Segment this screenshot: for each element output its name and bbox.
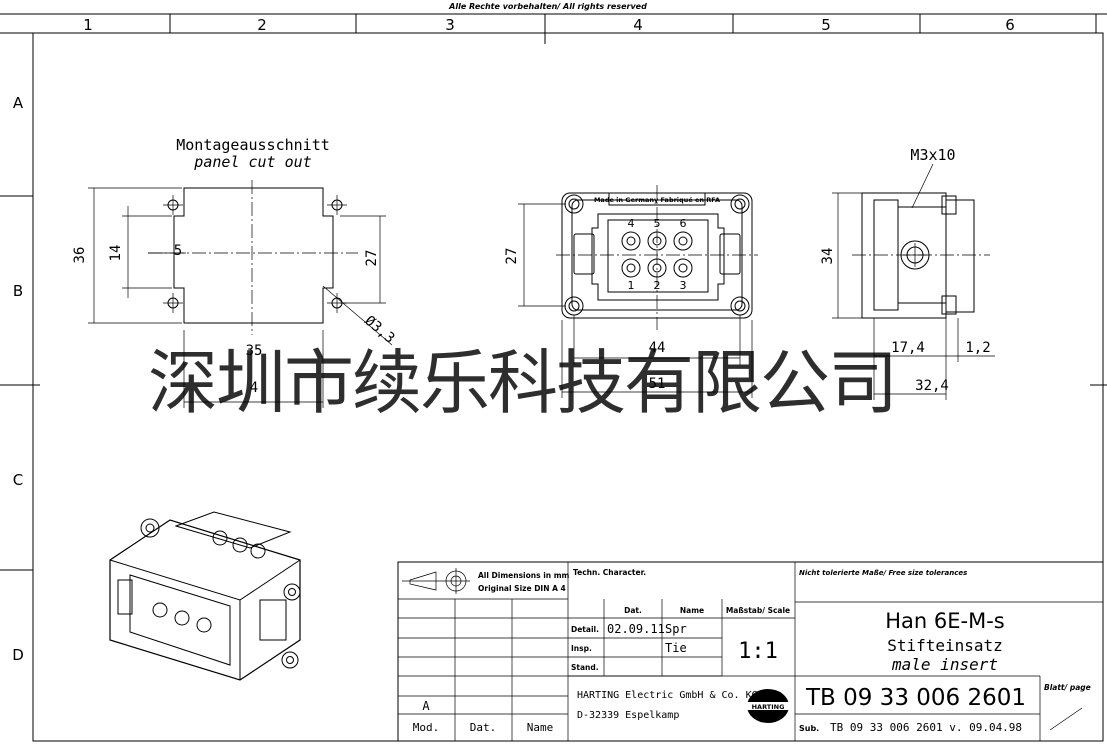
projection-symbol <box>402 568 470 594</box>
dim-side-height: 34 <box>820 248 836 265</box>
panel-cutout-view: Montageausschnitt panel cut out <box>72 136 398 408</box>
page-label: Blatt/ page <box>1044 683 1091 692</box>
dim-cutout-inner: 14 <box>108 245 124 262</box>
cutout-title-de: Montageausschnitt <box>176 136 330 154</box>
sub-value: TB 09 33 006 2601 v. 09.04.98 <box>830 721 1022 734</box>
dim-cutout-height: 36 <box>72 247 88 264</box>
column-label: 5 <box>821 16 831 34</box>
scale-value: 1:1 <box>738 639 778 664</box>
col-date-label: Dat. <box>624 606 642 615</box>
insp-name: Tie <box>665 641 687 655</box>
isometric-view <box>109 511 301 681</box>
part-number: TB 09 33 006 2601 <box>805 685 1026 711</box>
column-label: 3 <box>445 16 455 34</box>
date-label: Dat. <box>470 721 497 734</box>
dim-cutout-width-inner: 4 <box>250 380 258 396</box>
mod-label: Mod. <box>413 721 440 734</box>
dim-side-depth: 17,4 <box>891 340 925 356</box>
title-block: All Dimensions in mm Original Size DIN A… <box>397 561 1104 742</box>
dimensions-note-1: All Dimensions in mm <box>478 571 570 580</box>
pin-number: 5 <box>654 217 661 230</box>
column-label: 2 <box>257 16 267 34</box>
row-label: D <box>12 646 24 664</box>
row-label: A <box>13 94 24 112</box>
col-name-label: Name <box>680 606 704 615</box>
column-ticks <box>169 14 1097 44</box>
description-en: male insert <box>891 655 998 674</box>
row-label-stand: Stand. <box>571 663 599 672</box>
company-address: D-32339 Espelkamp <box>577 710 679 721</box>
detail-name: Spr <box>665 622 687 636</box>
contact-pins <box>621 231 693 278</box>
row-label-insp: Insp. <box>571 644 592 653</box>
description-de: Stifteinsatz <box>887 636 1003 655</box>
front-label-text: Made in Germany Fabriqué en RFA <box>594 196 720 204</box>
dim-side-flange: 1,2 <box>965 340 990 356</box>
row-label-detail: Detail. <box>571 625 599 634</box>
side-view: M3x10 34 17,4 1,2 32,4 <box>820 146 995 400</box>
row-label: C <box>13 471 23 489</box>
revision-letter: A <box>422 699 430 713</box>
dim-side-total: 32,4 <box>915 378 949 394</box>
scale-label: Maßstab/ Scale <box>726 606 790 615</box>
dim-front-width: 44 <box>649 340 666 356</box>
dim-front-width-total: 51 <box>649 376 666 392</box>
dim-cutout-step: 5 <box>174 243 182 259</box>
pin-number: 3 <box>680 279 687 292</box>
pin-number: 4 <box>628 217 635 230</box>
column-label: 4 <box>633 16 643 34</box>
screw-callout: M3x10 <box>910 146 955 164</box>
cutout-title-en: panel cut out <box>193 153 311 171</box>
pin-number: 6 <box>680 217 687 230</box>
dim-front-height: 27 <box>504 248 520 265</box>
column-label: 1 <box>83 16 93 34</box>
row-label: B <box>13 282 23 300</box>
name-label: Name <box>527 721 554 734</box>
detail-date: 02.09.11 <box>607 622 665 636</box>
column-label: 6 <box>1005 16 1015 34</box>
front-view: Made in Germany Fabriqué en RFA 4 5 6 1 … <box>504 185 758 398</box>
svg-text:HARTING: HARTING <box>752 703 785 711</box>
harting-logo: HARTING <box>746 689 790 723</box>
dimensions-note-2: Original Size DIN A 4 <box>478 584 566 593</box>
dim-cutout-hole-diameter: Ø3,3 <box>361 313 397 347</box>
product-name: Han 6E-M-s <box>885 609 1005 633</box>
company-name: HARTING Electric GmbH & Co. KG <box>577 690 758 701</box>
tech-character-label: Techn. Character. <box>573 568 646 577</box>
tolerance-note: Nicht tolerierte Maße/ Free size toleran… <box>799 569 967 577</box>
dim-cutout-width: 35 <box>246 343 263 359</box>
pin-number: 1 <box>628 279 635 292</box>
copyright-note: Alle Rechte vorbehalten/ All rights rese… <box>448 2 647 11</box>
dim-cutout-hole-spacing: 27 <box>364 250 380 267</box>
sub-label: Sub. <box>799 724 819 733</box>
